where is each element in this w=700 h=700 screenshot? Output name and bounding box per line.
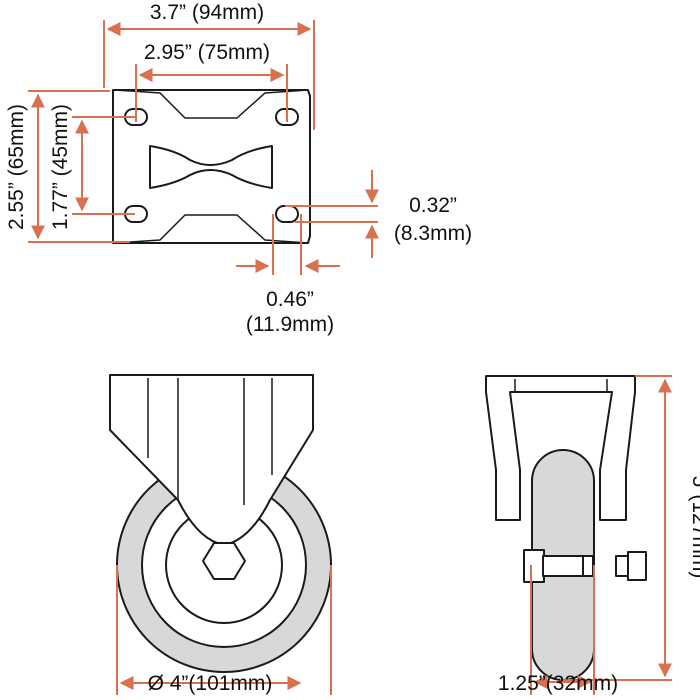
plate-dimension-lines <box>28 20 379 275</box>
plate-center-recess <box>149 145 273 189</box>
side-view <box>485 375 647 681</box>
axle-icon <box>542 555 584 577</box>
slot-bottom-right-icon <box>275 205 299 223</box>
axle-right-nut-icon <box>627 551 647 581</box>
plate-width-label: 3.7” (94mm) <box>150 1 264 24</box>
wheel-diameter-dim <box>116 565 332 695</box>
total-height-label: 5”(127mm) <box>688 476 700 579</box>
axle-nut-icon <box>202 542 246 580</box>
side-dimension-lines <box>530 375 672 695</box>
slot-length-in-label: 0.46” <box>266 288 314 311</box>
hole-spacing-width-label: 2.95” (75mm) <box>144 41 270 64</box>
top-plate-view <box>112 89 311 244</box>
slot-width-in-label: 0.32” <box>409 194 457 217</box>
slot-width-mm-label: (8.3mm) <box>394 222 472 245</box>
axle-left-nut-icon <box>523 549 545 583</box>
hole-spacing-height-label: 1.77” (45mm) <box>49 104 72 230</box>
wheel-diameter-label: Ø 4”(101mm) <box>148 672 273 695</box>
plate-top-bevel <box>114 89 309 119</box>
slot-length-mm-label: (11.9mm) <box>246 313 334 336</box>
wheel-width-label: 1.25”(32mm) <box>498 672 618 695</box>
front-wheel-view <box>109 374 332 673</box>
side-bracket <box>485 375 636 521</box>
plate-height-label: 2.55” (65mm) <box>5 104 28 230</box>
